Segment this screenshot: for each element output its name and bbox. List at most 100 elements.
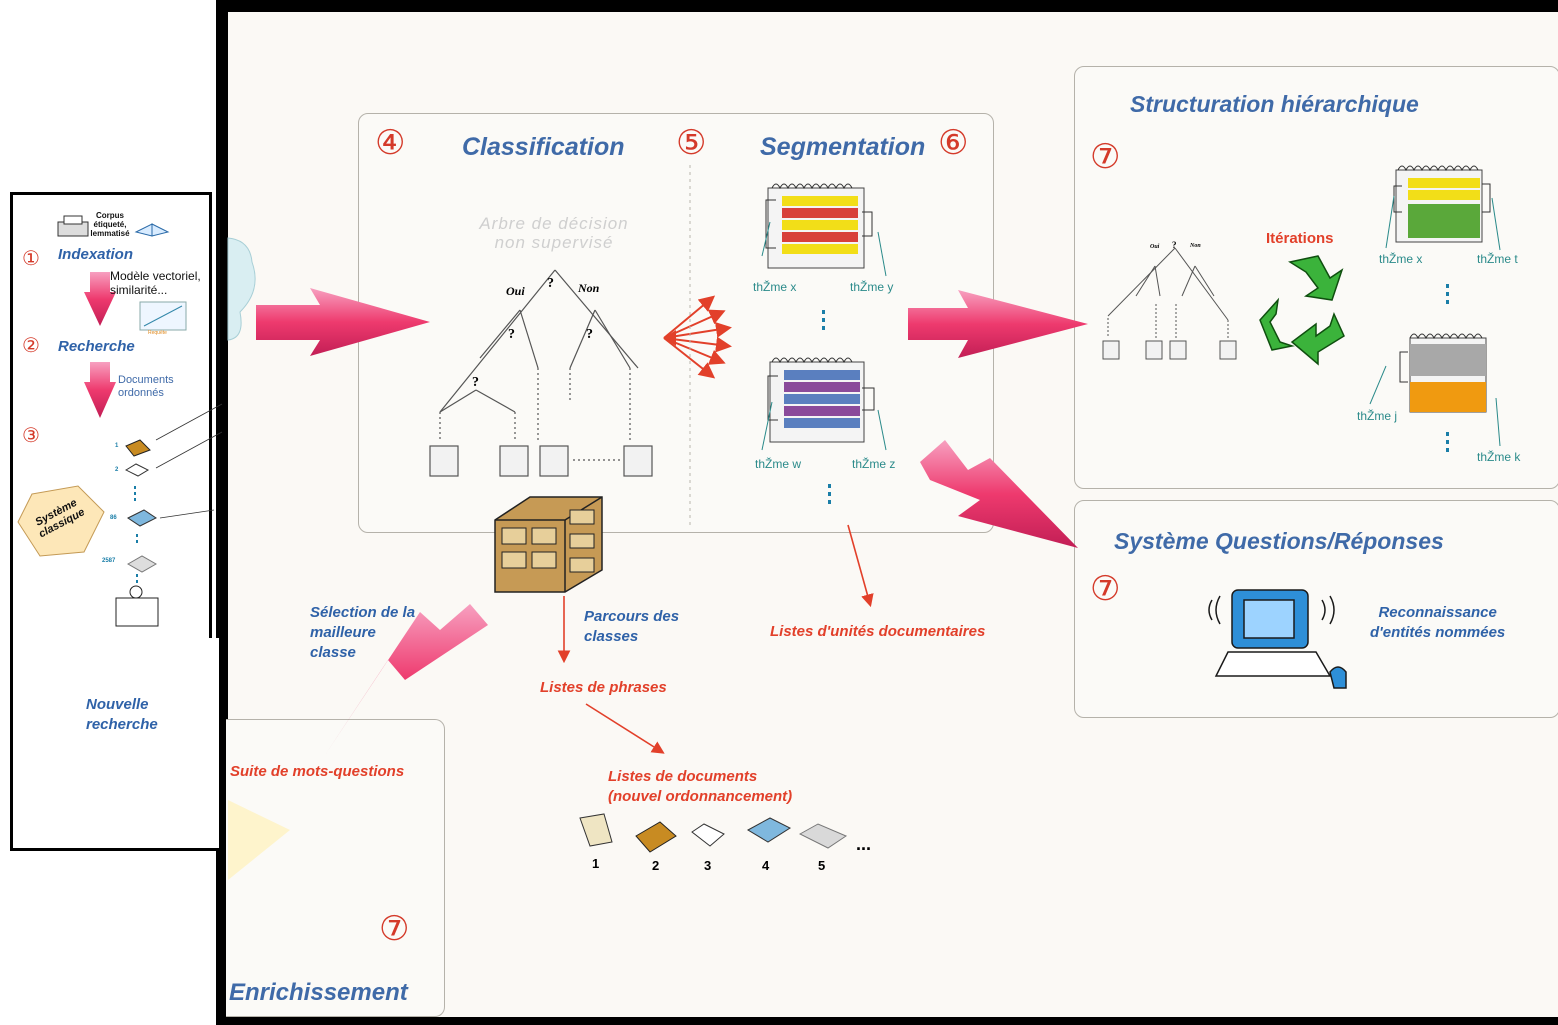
pink-arrow-to-enrichissement bbox=[325, 604, 488, 755]
qa-number: ⑦ bbox=[1090, 571, 1121, 608]
classification-title: Classification bbox=[462, 133, 625, 161]
corpus-printer-icon bbox=[57, 215, 89, 237]
doc-rank-5: 5 bbox=[818, 858, 826, 873]
struct-tree-q: ? bbox=[1172, 240, 1177, 250]
structuration-number: ⑦ bbox=[1090, 139, 1121, 176]
segment-theme-z: thŽme z bbox=[852, 457, 896, 471]
doc-rank-3: 3 bbox=[704, 858, 712, 873]
qa-title: Système Questions/Réponses bbox=[1114, 528, 1444, 554]
vector-model-thumbnail bbox=[139, 301, 187, 331]
tree-question-root: ? bbox=[547, 276, 554, 291]
segment-theme-w: thŽme w bbox=[755, 457, 802, 471]
selection-label: Sélection de la mailleure classe bbox=[310, 604, 416, 661]
pink-arrow-to-structuration bbox=[908, 290, 1088, 358]
left-summary-box bbox=[10, 192, 212, 644]
step2-note: Documents ordonnés bbox=[118, 374, 174, 399]
pink-arrow-to-classification bbox=[256, 288, 430, 356]
qa-panel bbox=[1074, 500, 1558, 718]
step3-number: ③ bbox=[22, 425, 40, 447]
recycle-icon bbox=[1259, 255, 1345, 366]
nouvelle-recherche-label: Nouvelle recherche bbox=[86, 696, 158, 733]
segmentation-theme-pointers bbox=[761, 221, 887, 451]
tree-question-low: ? bbox=[472, 375, 479, 390]
tree-caption: Arbre de décision non supervisé bbox=[479, 214, 629, 252]
tree-oui: Oui bbox=[506, 284, 525, 298]
struct-theme-k: thŽme k bbox=[1477, 450, 1521, 464]
person-at-desk-icon bbox=[115, 585, 159, 627]
segment-stack-bottom bbox=[767, 357, 875, 443]
light-glow bbox=[228, 800, 290, 880]
doc-ellipsis: ... bbox=[856, 834, 872, 854]
flow-arrows bbox=[557, 524, 874, 754]
struct-tree-non: Non bbox=[1190, 243, 1201, 249]
segment-theme-x: thŽme x bbox=[753, 280, 797, 294]
rank-dots bbox=[134, 486, 138, 583]
structuration-dots bbox=[1446, 284, 1449, 452]
enrichissement-panel bbox=[226, 719, 445, 1017]
listes-documents-label: Listes de documents (nouvel ordonnanceme… bbox=[608, 768, 793, 805]
listes-unites-label: Listes d'unités documentaires bbox=[770, 623, 986, 640]
rank-2587: 2587 bbox=[102, 558, 116, 564]
structuration-stack-bottom bbox=[1399, 333, 1487, 413]
classification-leaf-boxes bbox=[429, 445, 653, 477]
classification-tree bbox=[439, 269, 639, 461]
document-icons bbox=[579, 813, 848, 853]
iterations-label: Itérations bbox=[1266, 230, 1334, 247]
computer-icon bbox=[1208, 589, 1347, 689]
step2-number: ② bbox=[22, 335, 40, 357]
frame-border-left bbox=[216, 0, 228, 1025]
filing-cabinet-icon bbox=[494, 496, 603, 593]
systeme-classique-star bbox=[17, 485, 105, 557]
doc-rank-2: 2 bbox=[652, 858, 660, 873]
struct-theme-t: thŽme t bbox=[1477, 252, 1518, 266]
step2-label: Recherche bbox=[58, 338, 135, 355]
rank-86: 86 bbox=[110, 515, 117, 521]
step4-number: ④ bbox=[375, 125, 406, 162]
doc-rank-1: 1 bbox=[592, 856, 600, 871]
pointer-lines bbox=[155, 403, 223, 519]
step5-number: ⑤ bbox=[676, 125, 707, 162]
frame-border-top bbox=[216, 0, 1558, 12]
step1-label: Indexation bbox=[58, 246, 134, 263]
doc-rank-4: 4 bbox=[762, 858, 770, 873]
open-book-icon bbox=[134, 223, 170, 237]
enrichissement-title: Enrichissement bbox=[229, 979, 408, 1006]
pink-down-arrow-1 bbox=[84, 272, 116, 326]
listes-phrases-label: Listes de phrases bbox=[540, 679, 667, 696]
struct-theme-j: thŽme j bbox=[1357, 409, 1398, 423]
ner-label: Reconnaissance d'entités nommées bbox=[1370, 604, 1506, 641]
structuration-tree bbox=[1107, 247, 1229, 338]
structuration-theme-pointers bbox=[1369, 195, 1501, 447]
tree-non: Non bbox=[578, 281, 600, 295]
segment-stack-top bbox=[765, 183, 873, 269]
step1-note: Modèle vectoriel, similarité... bbox=[110, 269, 201, 297]
classification-segmentation-panel bbox=[358, 113, 994, 533]
segment-theme-y: thŽme y bbox=[850, 280, 894, 294]
segmentation-title: Segmentation bbox=[760, 133, 926, 161]
requete-label: Requête bbox=[148, 330, 167, 336]
tree-question-left: ? bbox=[508, 327, 515, 342]
suite-mots-questions: Suite de mots-questions bbox=[230, 763, 405, 780]
tree-question-right: ? bbox=[586, 327, 593, 342]
segmentation-dots bbox=[822, 310, 831, 504]
corpus-label: Corpus étiqueté, lemmatisé bbox=[90, 211, 130, 238]
structuration-leaf-boxes bbox=[1102, 340, 1237, 360]
rank-2: 2 bbox=[115, 467, 119, 473]
parcours-label: Parcours des classes bbox=[584, 608, 680, 645]
structuration-title: Structuration hiérarchique bbox=[1130, 91, 1419, 117]
structuration-stack-top bbox=[1393, 165, 1491, 243]
step1-number: ① bbox=[22, 248, 40, 270]
pink-arrow-to-qa bbox=[920, 440, 1078, 548]
rank-1: 1 bbox=[115, 443, 119, 449]
frame-border-bottom bbox=[216, 1017, 1558, 1025]
step6-number: ⑥ bbox=[938, 125, 969, 162]
cloud-shape bbox=[227, 237, 256, 341]
left-summary-box-extension bbox=[10, 638, 219, 851]
pink-down-arrow-2 bbox=[84, 362, 116, 418]
struct-tree-oui: Oui bbox=[1150, 244, 1160, 250]
ranked-doc-icons bbox=[124, 439, 158, 573]
struct-theme-x: thŽme x bbox=[1379, 252, 1423, 266]
enrichissement-number: ⑦ bbox=[379, 911, 410, 948]
